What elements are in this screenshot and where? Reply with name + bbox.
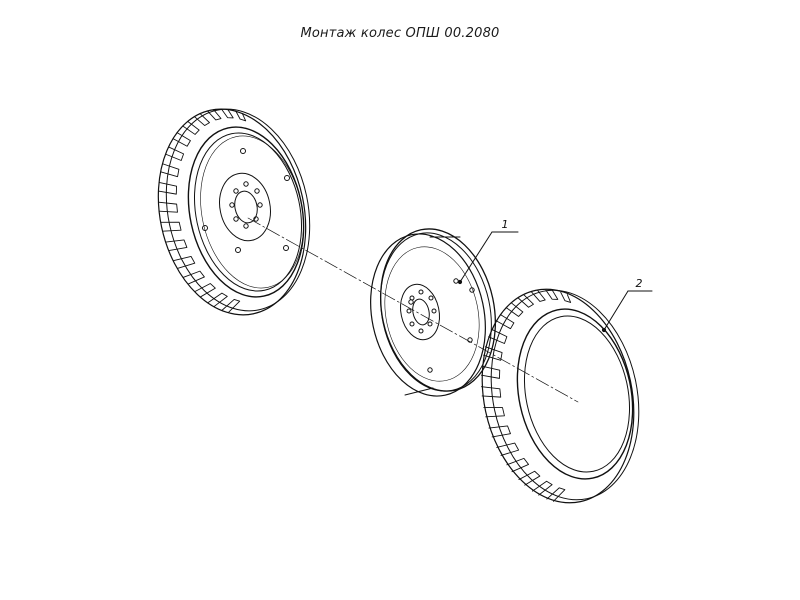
tire <box>480 288 640 504</box>
assembled-wheel <box>157 108 311 316</box>
tread-lug <box>165 146 185 161</box>
tread-lug <box>160 221 182 232</box>
tread-lug <box>545 289 559 300</box>
disc-face <box>384 246 480 382</box>
tread-lug <box>220 108 234 119</box>
tread-lug <box>531 290 546 302</box>
tread-lug <box>158 201 178 213</box>
tread-lug <box>480 365 501 379</box>
tread-lug <box>495 314 515 330</box>
tread-lug <box>488 425 511 438</box>
tread-lug <box>165 239 188 252</box>
tread-lug <box>172 255 196 269</box>
callout-1: 1 <box>457 218 519 285</box>
tread-lug <box>194 283 216 298</box>
tread-lug <box>483 346 503 361</box>
tread-lug <box>546 487 566 502</box>
tread-lug <box>221 299 241 313</box>
tire-bead <box>516 308 634 480</box>
tread-lug <box>488 328 508 344</box>
tread-lug <box>560 291 572 303</box>
tread-lug <box>483 407 505 418</box>
tread-lug <box>235 110 247 122</box>
tire-tread-lugs <box>480 289 572 502</box>
tread-lug <box>506 457 529 473</box>
tread-lug <box>496 442 520 456</box>
tread-lug <box>193 113 210 126</box>
tread-lug <box>531 480 553 496</box>
tread-lug <box>207 292 228 308</box>
tread-lug <box>160 163 180 178</box>
drawing-title: Монтаж колес ОПШ 00.2080 <box>300 26 500 41</box>
hub-flange <box>219 172 271 242</box>
tread-lug <box>518 470 541 486</box>
tread-lug <box>182 270 205 285</box>
callout-2: 2 <box>601 277 653 333</box>
tire-tread-lugs <box>158 108 247 313</box>
tread-lug <box>206 109 222 121</box>
tread-lug <box>172 132 191 147</box>
callout-1-label: 1 <box>502 218 509 231</box>
tread-lug <box>182 120 200 135</box>
tread-lug <box>517 294 534 308</box>
callout-2-label: 2 <box>636 277 643 290</box>
tread-lug <box>158 181 178 195</box>
wheel-disc <box>370 228 497 397</box>
tread-lug <box>480 386 502 398</box>
tread-lug <box>505 302 524 317</box>
